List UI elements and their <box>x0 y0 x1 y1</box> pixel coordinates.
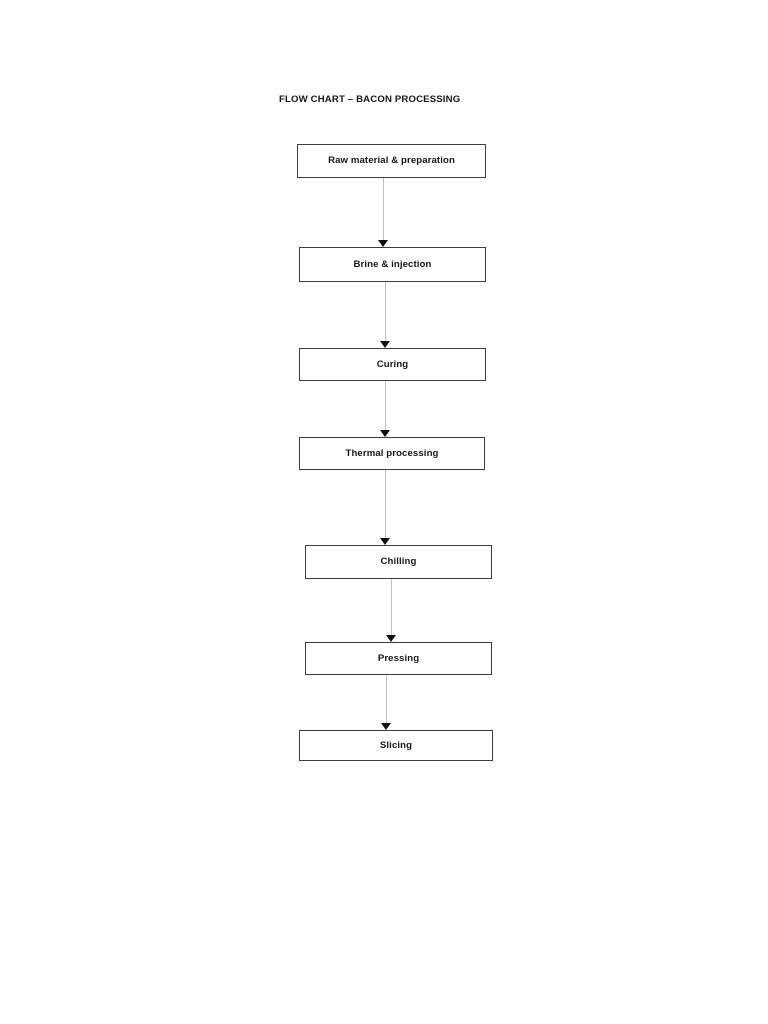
arrowhead-icon <box>378 240 388 247</box>
connector-line <box>383 178 384 241</box>
arrowhead-icon <box>380 430 390 437</box>
arrowhead-icon <box>381 723 391 730</box>
flow-node-raw-material-preparation[interactable]: Raw material & preparation <box>297 144 486 178</box>
connector-line <box>385 381 386 431</box>
arrowhead-icon <box>380 341 390 348</box>
arrowhead-icon <box>386 635 396 642</box>
connector-line <box>385 470 386 539</box>
flow-node-label: Curing <box>376 358 409 370</box>
connector-line <box>386 675 387 724</box>
flow-node-thermal-processing[interactable]: Thermal processing <box>299 437 485 470</box>
connector-line <box>385 282 386 342</box>
flow-node-label: Chilling <box>380 556 417 567</box>
flow-node-slicing[interactable]: Slicing <box>299 730 493 761</box>
flow-node-label: Pressing <box>377 652 420 664</box>
flow-node-chilling[interactable]: Chilling <box>305 545 492 579</box>
flow-node-brine-injection[interactable]: Brine & injection <box>299 247 486 282</box>
connector-arrow-n6-to-n7 <box>381 675 392 730</box>
arrowhead-icon <box>380 538 390 545</box>
connector-arrow-n5-to-n6 <box>386 579 397 642</box>
flow-node-pressing[interactable]: Pressing <box>305 642 492 675</box>
flow-node-label: Slicing <box>379 739 413 751</box>
connector-arrow-n3-to-n4 <box>380 381 391 437</box>
page-title: FLOW CHART – BACON PROCESSING <box>279 94 461 105</box>
connector-arrow-n1-to-n2 <box>378 178 389 247</box>
flow-node-label: Raw material & preparation <box>328 155 455 166</box>
flow-node-label: Thermal processing <box>345 447 439 459</box>
connector-arrow-n4-to-n5 <box>380 470 391 545</box>
flow-node-curing[interactable]: Curing <box>299 348 486 381</box>
connector-arrow-n2-to-n3 <box>380 282 391 348</box>
flow-node-label: Brine & injection <box>353 258 432 270</box>
connector-line <box>391 579 392 636</box>
